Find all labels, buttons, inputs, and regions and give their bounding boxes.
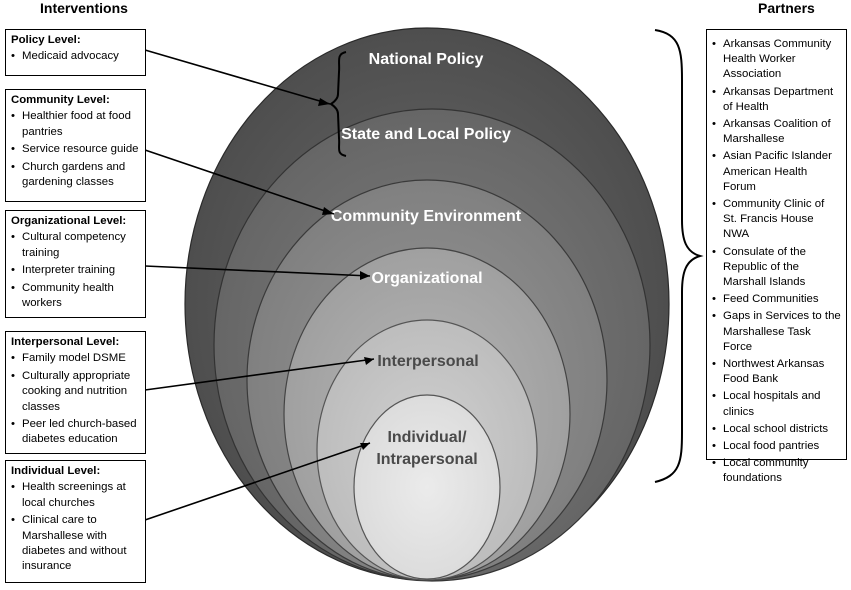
list-item: Cultural competency training (11, 230, 140, 261)
partners-header: Partners (758, 0, 815, 16)
ring-individual (353, 394, 501, 580)
partner-item: Arkansas Department of Health (712, 85, 841, 115)
community-level-box: Community Level: Healthier food at food … (5, 89, 146, 202)
partner-item: Local food pantries (712, 439, 841, 454)
label-national-policy: National Policy (369, 51, 484, 68)
partner-item: Community Clinic of St. Francis House NW… (712, 197, 841, 243)
label-interpersonal: Interpersonal (377, 353, 478, 370)
level-title: Interpersonal Level: (11, 336, 120, 348)
list-item: Peer led church-based diabetes education (11, 417, 140, 448)
policy-curly-brace (329, 51, 347, 157)
partner-item: Local community foundations (712, 456, 841, 486)
level-title: Individual Level: (11, 465, 101, 477)
partner-item: Local hospitals and clinics (712, 389, 841, 419)
label-intrapersonal: Intrapersonal (376, 451, 477, 468)
connector-arrowheads (318, 98, 374, 450)
label-community-environment: Community Environment (331, 208, 522, 225)
partner-item: Consulate of the Republic of the Marshal… (712, 245, 841, 291)
interpersonal-level-box: Interpersonal Level: Family model DSME C… (5, 331, 146, 454)
label-state-local-policy: State and Local Policy (341, 126, 511, 143)
list-item: Culturally appropriate cooking and nutri… (11, 369, 140, 415)
list-item: Healthier food at food pantries (11, 109, 140, 140)
level-title: Organizational Level: (11, 215, 127, 227)
list-item: Family model DSME (11, 351, 140, 367)
list-item: Community health workers (11, 281, 140, 312)
individual-level-box: Individual Level: Health screenings at l… (5, 460, 146, 583)
level-title: Policy Level: (11, 34, 81, 46)
partner-item: Arkansas Coalition of Marshallese (712, 117, 841, 147)
partners-curly-brace (654, 29, 704, 483)
list-item: Medicaid advocacy (11, 49, 140, 65)
partner-item: Gaps in Services to the Marshallese Task… (712, 309, 841, 355)
list-item: Health screenings at local churches (11, 480, 140, 511)
partner-item: Feed Communities (712, 292, 841, 307)
partner-item: Asian Pacific Islander American Health F… (712, 149, 841, 195)
label-organizational: Organizational (371, 270, 482, 287)
list-item: Interpreter training (11, 263, 140, 279)
list-item: Service resource guide (11, 142, 140, 158)
organizational-level-box: Organizational Level: Cultural competenc… (5, 210, 146, 318)
label-individual: Individual/ (387, 429, 467, 446)
policy-level-box: Policy Level: Medicaid advocacy (5, 29, 146, 76)
level-title: Community Level: (11, 94, 110, 106)
interventions-header: Interventions (40, 0, 128, 16)
partners-box: Arkansas Community Health Worker Associa… (706, 29, 847, 484)
partners-list: Arkansas Community Health Worker Associa… (712, 37, 841, 487)
partner-item: Northwest Arkansas Food Bank (712, 357, 841, 387)
partner-item: Arkansas Community Health Worker Associa… (712, 37, 841, 83)
connector-lines (144, 49, 375, 521)
partner-item: Local school districts (712, 422, 841, 437)
list-item: Church gardens and gardening classes (11, 160, 140, 191)
list-item: Clinical care to Marshallese with diabet… (11, 513, 140, 575)
